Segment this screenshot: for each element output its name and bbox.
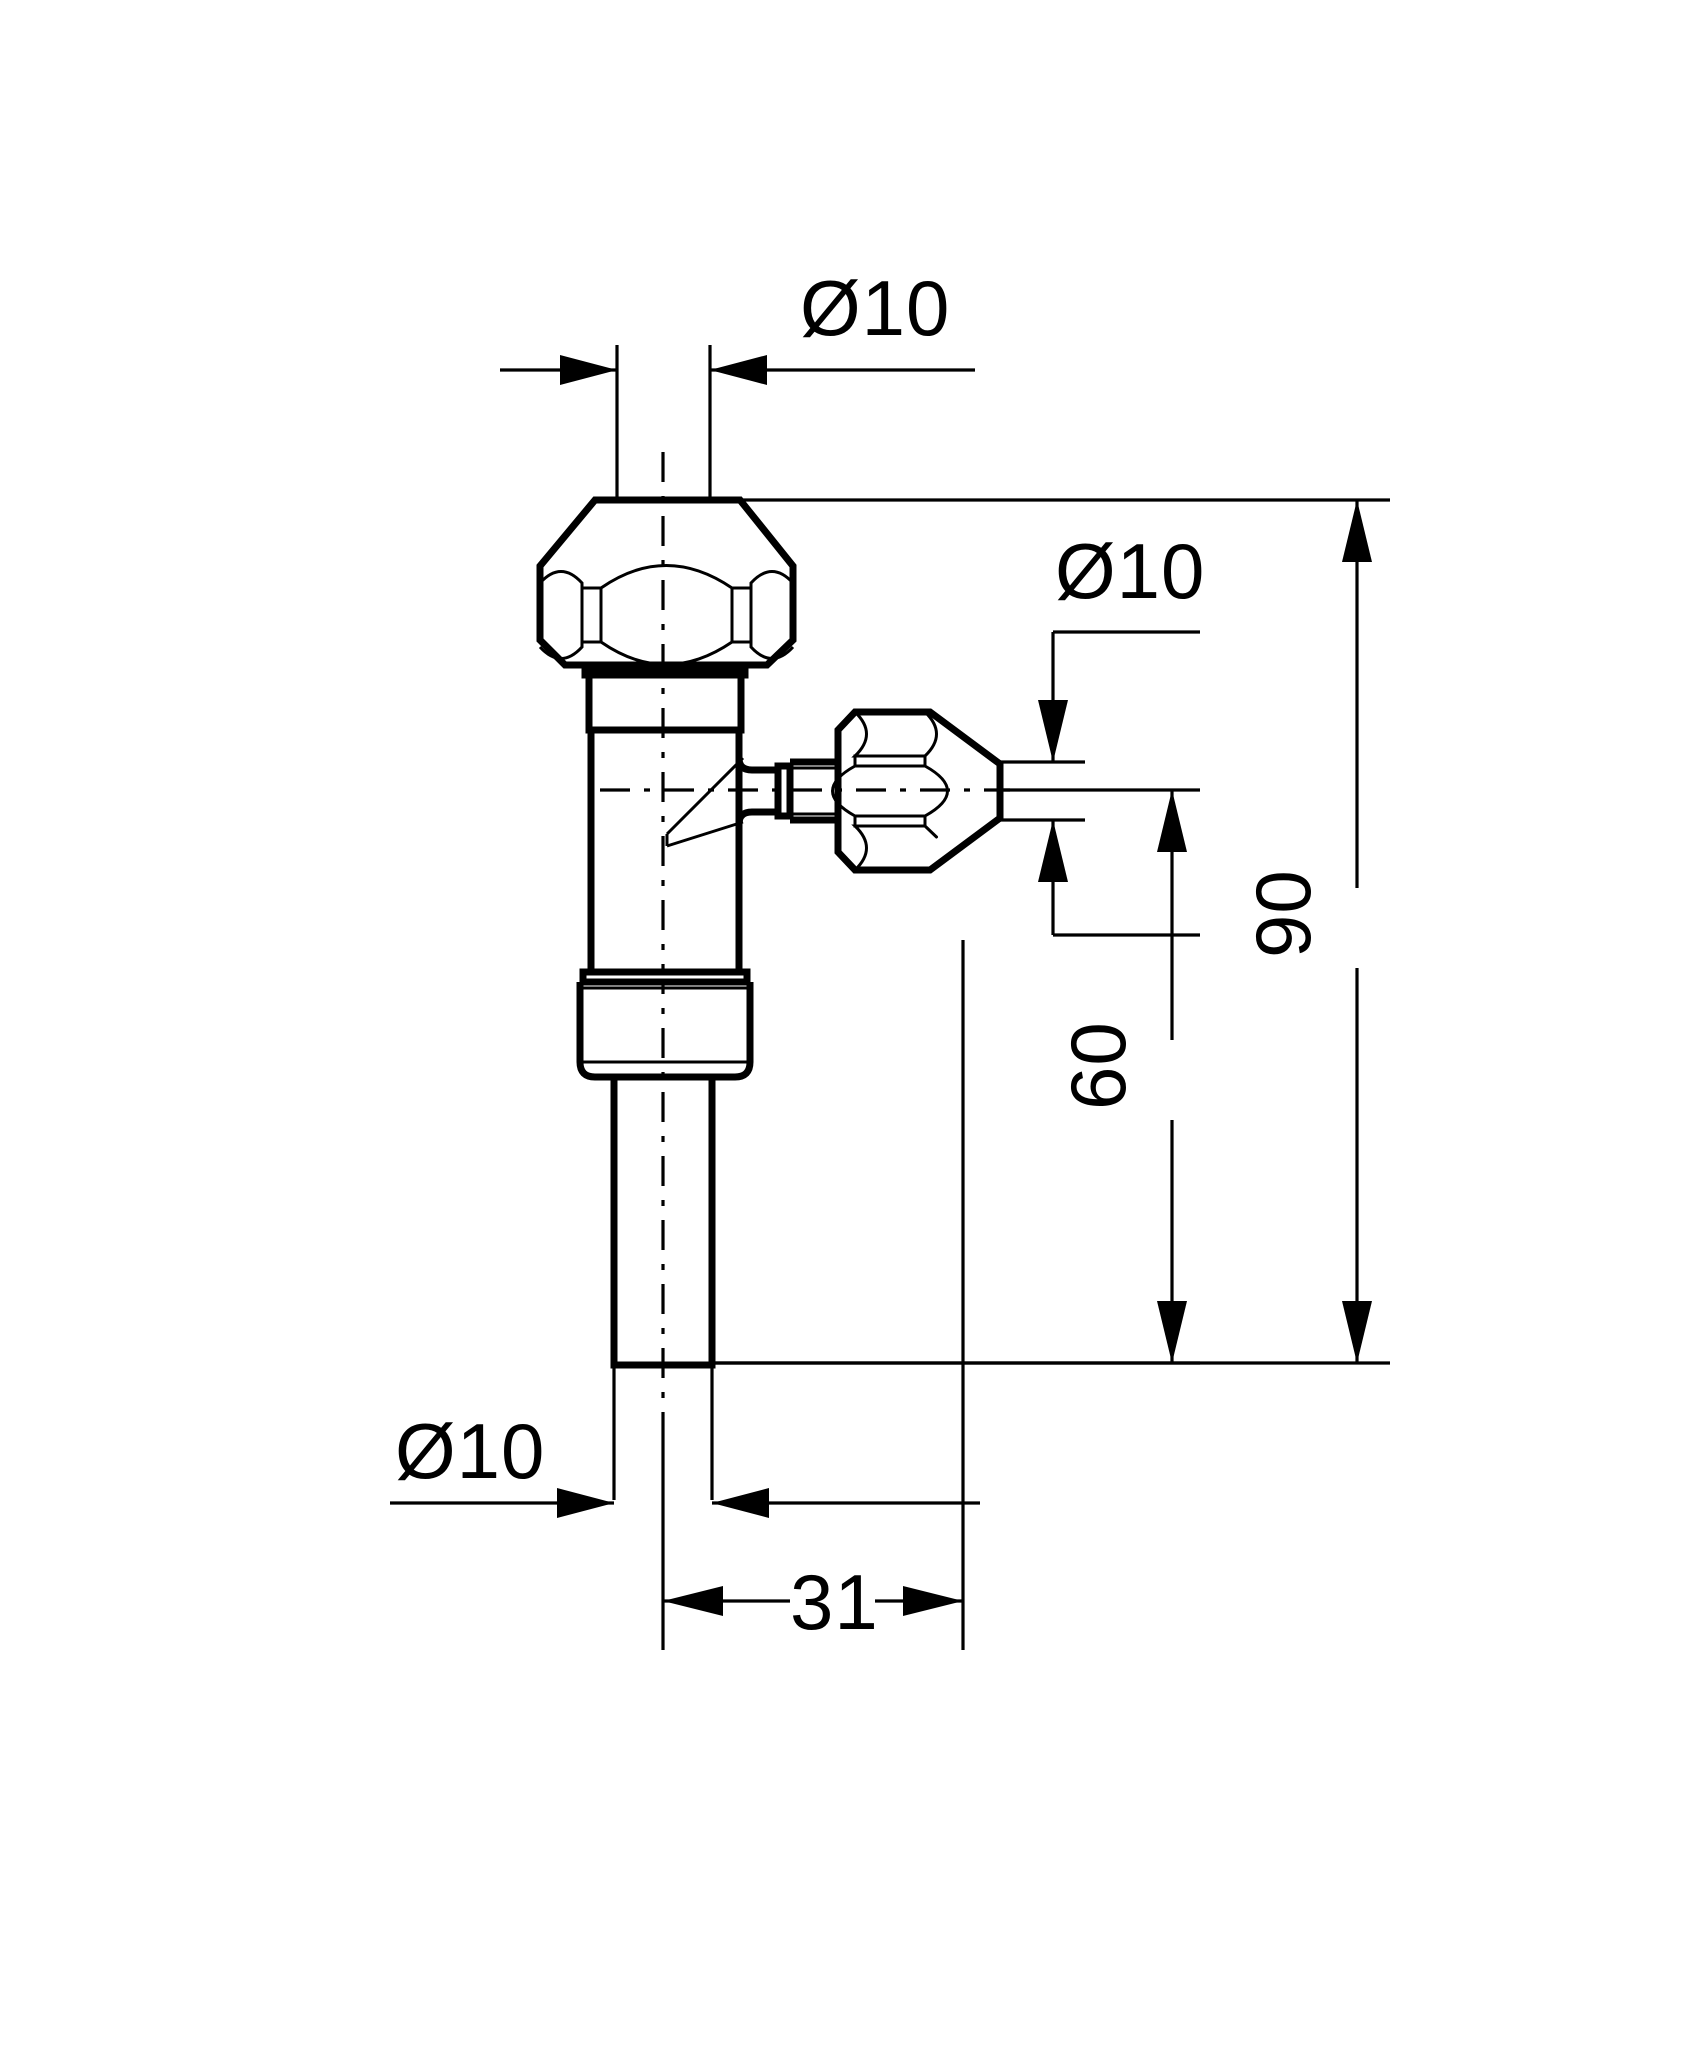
- dimension-overall-height-90: 90: [700, 498, 1390, 1365]
- top-dim-arrow-right: [710, 355, 767, 385]
- branch-nut-upper-strip: [853, 754, 927, 768]
- branch-nut-lower-strip: [853, 814, 927, 828]
- height-90-label: 90: [1239, 869, 1327, 958]
- dim60-arrow-bottom: [1157, 1301, 1187, 1363]
- offset-31-label: 31: [790, 1558, 879, 1646]
- body-branch-upper-fillet: [735, 733, 780, 774]
- centerlines: [600, 452, 1010, 1415]
- valve-seat-upper-chevron: [665, 756, 745, 836]
- main-vertical-body: [587, 733, 780, 975]
- top-nut-left-chamfer: [538, 498, 597, 568]
- top-dim-arrow-left: [560, 355, 617, 385]
- top-hex-nut: [536, 496, 797, 669]
- top-nut-right-strip: [730, 586, 753, 644]
- dimension-top-inlet-diameter: Ø10: [500, 264, 975, 500]
- branch-diameter-label: Ø10: [1055, 527, 1205, 615]
- dim90-arrow-bottom: [1342, 1301, 1372, 1363]
- lower-collar-body: [576, 982, 754, 1081]
- lower-collar: [576, 968, 754, 1081]
- dimension-branch-diameter: Ø10: [1000, 527, 1205, 937]
- dim90-arrow-top: [1342, 500, 1372, 562]
- dim60-arrow-top: [1157, 790, 1187, 852]
- branch-nut-lower-chamfer: [928, 816, 1002, 872]
- branch-hex-nut: [831, 708, 1004, 874]
- height-60-label: 60: [1054, 1021, 1142, 1110]
- dimension-offset-31: 31: [661, 940, 965, 1650]
- upper-collar-body: [585, 675, 745, 734]
- top-nut-right-chamfer: [738, 498, 795, 568]
- branch-nut-center-left-arc: [831, 764, 856, 818]
- top-nut-left-strip: [580, 586, 603, 644]
- branch-nut-upper-chamfer: [928, 710, 1002, 766]
- branch-dim-arrow-bottom: [1038, 820, 1068, 882]
- upper-collar-lip: [581, 664, 749, 679]
- bottom-dim-arrow-right: [712, 1488, 769, 1518]
- tail-pipe-outline: [610, 1077, 716, 1369]
- top-nut-center-lower-arc: [600, 640, 733, 666]
- lower-collar-top-lip: [579, 968, 751, 986]
- bottom-dim-arrow-left: [557, 1488, 614, 1518]
- top-diameter-label: Ø10: [800, 264, 950, 352]
- dim31-arrow-right: [903, 1586, 963, 1616]
- branch-nut-center-right-arc: [924, 764, 949, 818]
- dim31-arrow-left: [663, 1586, 723, 1616]
- upper-collar: [581, 664, 749, 734]
- valve-seat-lower-chevron: [666, 820, 744, 848]
- bottom-diameter-label: Ø10: [395, 1407, 545, 1495]
- branch-dim-arrow-top: [1038, 700, 1068, 762]
- top-nut-center-upper-arc: [600, 564, 733, 590]
- bottom-tail-pipe: [610, 1077, 716, 1369]
- dimension-bottom-tail-diameter: Ø10: [390, 1365, 980, 1518]
- branch-spigot-shoulder: [774, 762, 794, 820]
